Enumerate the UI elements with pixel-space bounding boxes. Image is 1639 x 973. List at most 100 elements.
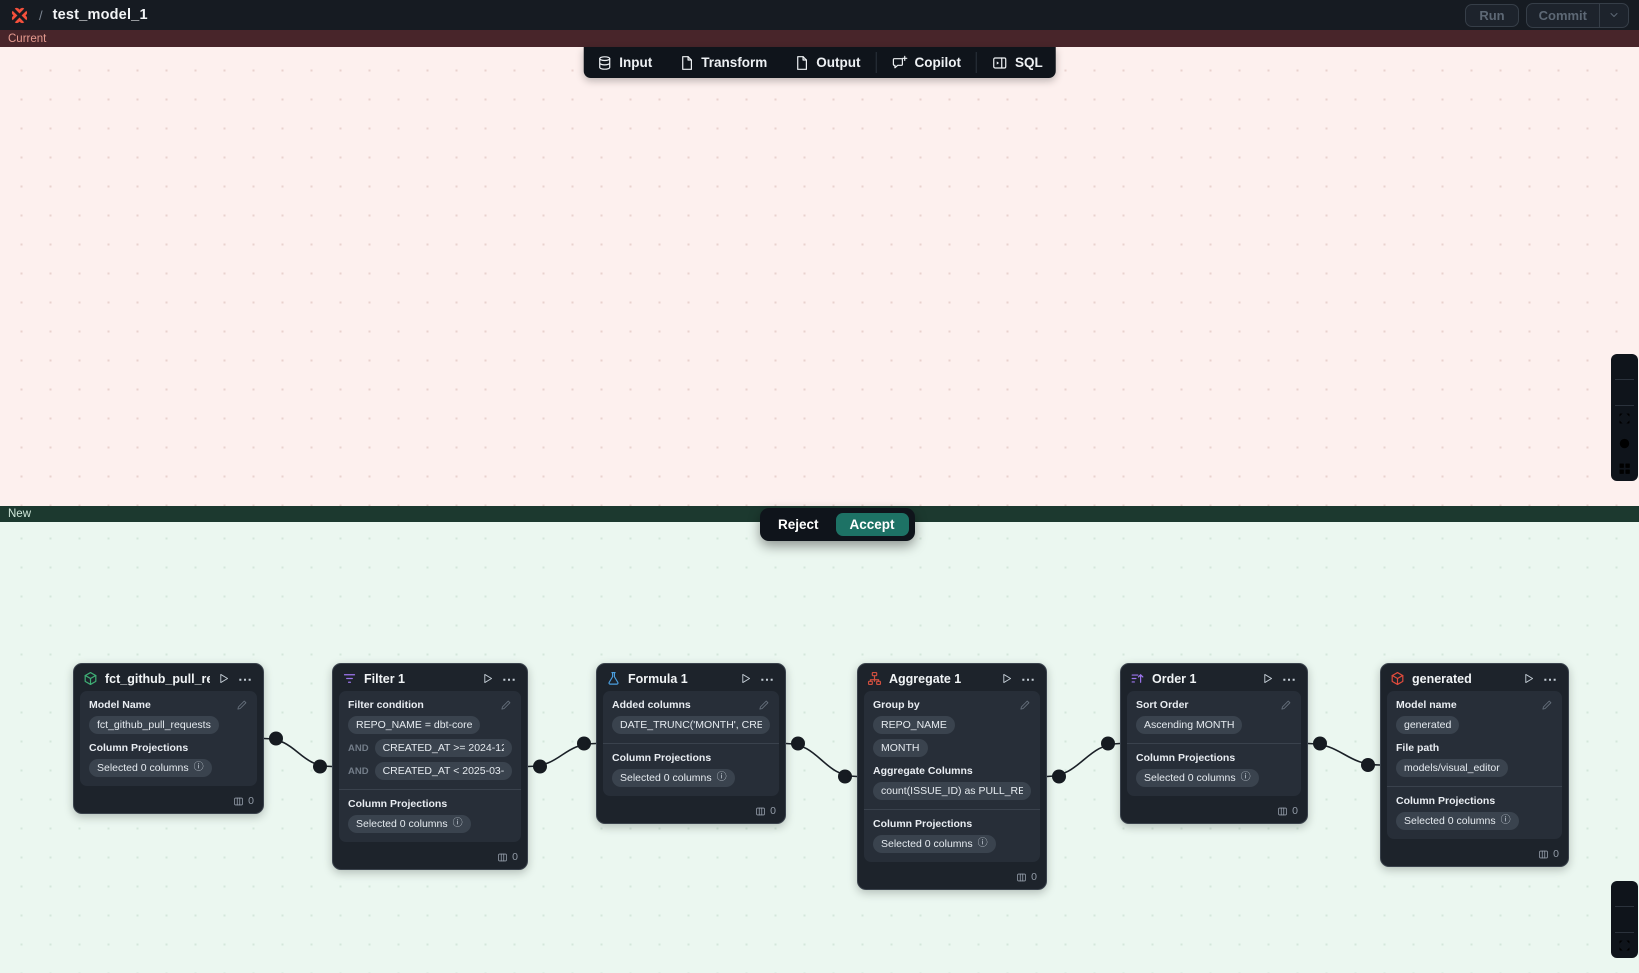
pencil-icon[interactable] bbox=[236, 699, 248, 711]
dbt-logo-icon[interactable] bbox=[10, 6, 29, 25]
play-icon[interactable] bbox=[1261, 672, 1274, 685]
current-canvas[interactable] bbox=[0, 47, 1639, 506]
info-icon[interactable]: ⓘ bbox=[1501, 816, 1511, 826]
section-divider bbox=[1127, 743, 1301, 744]
zoom-out-button[interactable] bbox=[1611, 380, 1638, 405]
pill-text: models/visual_editor bbox=[1404, 762, 1500, 774]
connection-dot[interactable] bbox=[313, 760, 327, 774]
connection-dot[interactable] bbox=[577, 737, 591, 751]
zoom-in-button[interactable] bbox=[1611, 881, 1638, 906]
value-pill[interactable]: Selected 0 columnsⓘ bbox=[348, 815, 471, 833]
value-pill[interactable]: Selected 0 columnsⓘ bbox=[1396, 812, 1519, 830]
connection-dot[interactable] bbox=[1052, 770, 1066, 784]
play-icon[interactable] bbox=[217, 672, 230, 685]
pencil-icon[interactable] bbox=[1280, 699, 1292, 711]
value-pill[interactable]: CREATED_AT < 2025-03-01 bbox=[375, 762, 512, 780]
info-icon[interactable]: ⓘ bbox=[978, 839, 988, 849]
toolbar-sql-button[interactable]: SQL bbox=[979, 47, 1056, 78]
info-icon[interactable]: ⓘ bbox=[717, 773, 727, 783]
accept-button[interactable]: Accept bbox=[836, 513, 909, 536]
focus-button[interactable] bbox=[1611, 431, 1638, 456]
connection-dot[interactable] bbox=[269, 732, 283, 746]
section-label: Column Projections bbox=[1136, 752, 1235, 764]
database-icon bbox=[596, 55, 612, 71]
value-pill[interactable]: count(ISSUE_ID) as PULL_REQUEST_… bbox=[873, 782, 1031, 800]
value-pill[interactable]: Ascending MONTH bbox=[1136, 716, 1242, 734]
formula-flask-icon bbox=[606, 671, 621, 686]
reject-button[interactable]: Reject bbox=[766, 513, 831, 536]
pencil-icon[interactable] bbox=[1019, 699, 1031, 711]
value-row: Selected 0 columnsⓘ bbox=[612, 769, 770, 787]
value-pill[interactable]: DATE_TRUNC('MONTH', CREATED_AT… bbox=[612, 716, 770, 734]
value-pill[interactable]: models/visual_editor bbox=[1396, 759, 1508, 777]
more-menu-icon[interactable]: ⋯ bbox=[759, 672, 776, 686]
pencil-icon[interactable] bbox=[1541, 699, 1553, 711]
value-pill[interactable]: Selected 0 columnsⓘ bbox=[873, 835, 996, 853]
play-icon[interactable] bbox=[1522, 672, 1535, 685]
more-menu-icon[interactable]: ⋯ bbox=[237, 672, 254, 686]
grid-view-button[interactable] bbox=[1611, 456, 1638, 481]
section-header: Column Projections bbox=[873, 818, 1031, 830]
more-menu-icon[interactable]: ⋯ bbox=[1020, 672, 1037, 686]
more-menu-icon[interactable]: ⋯ bbox=[501, 672, 518, 686]
value-row: MONTH bbox=[873, 739, 1031, 757]
value-pill[interactable]: Selected 0 columnsⓘ bbox=[612, 769, 735, 787]
section-header: Added columns bbox=[612, 699, 770, 711]
node-fct_github_pull_requests[interactable]: fct_github_pull_requests⋯Model Namefct_g… bbox=[73, 663, 264, 814]
fit-view-button[interactable] bbox=[1611, 406, 1638, 431]
info-icon[interactable]: ⓘ bbox=[1241, 773, 1251, 783]
more-menu-icon[interactable]: ⋯ bbox=[1542, 672, 1559, 686]
connection-dot[interactable] bbox=[1101, 737, 1115, 751]
play-icon[interactable] bbox=[481, 672, 494, 685]
node-header[interactable]: fct_github_pull_requests⋯ bbox=[74, 664, 263, 691]
play-icon[interactable] bbox=[739, 672, 752, 685]
node-generated[interactable]: generated⋯Model namegeneratedFile pathmo… bbox=[1380, 663, 1569, 867]
review-actions: Reject Accept bbox=[760, 508, 915, 541]
play-icon[interactable] bbox=[1000, 672, 1013, 685]
node-formula-1[interactable]: Formula 1⋯ Added columnsDATE_TRUNC('MONTH… bbox=[596, 663, 786, 824]
run-button[interactable]: Run bbox=[1465, 4, 1518, 27]
section-header: Model name bbox=[1396, 699, 1553, 711]
value-row: REPO_NAME = dbt-core bbox=[348, 716, 512, 734]
connection-dot[interactable] bbox=[791, 737, 805, 751]
connection-dot[interactable] bbox=[1361, 758, 1375, 772]
condition-operator: AND bbox=[348, 743, 369, 754]
fit-view-button[interactable] bbox=[1611, 933, 1638, 958]
pill-text: Selected 0 columns bbox=[97, 762, 189, 774]
value-pill[interactable]: MONTH bbox=[873, 739, 928, 757]
pencil-icon[interactable] bbox=[500, 699, 512, 711]
connection-dot[interactable] bbox=[838, 770, 852, 784]
value-row: Selected 0 columnsⓘ bbox=[1136, 769, 1292, 787]
pencil-icon[interactable] bbox=[758, 699, 770, 711]
node-filter-1[interactable]: Filter 1⋯Filter conditionREPO_NAME = dbt… bbox=[332, 663, 528, 870]
more-menu-icon[interactable]: ⋯ bbox=[1281, 672, 1298, 686]
node-order-1[interactable]: Order 1⋯Sort OrderAscending MONTHColumn … bbox=[1120, 663, 1308, 824]
toolbar-output-button[interactable]: Output bbox=[780, 47, 873, 78]
connection-dot[interactable] bbox=[1313, 737, 1327, 751]
value-pill[interactable]: CREATED_AT >= 2024-12-01 bbox=[375, 739, 512, 757]
commit-button[interactable]: Commit bbox=[1527, 4, 1599, 27]
toolbar-input-button[interactable]: Input bbox=[583, 47, 665, 78]
chevron-down-icon[interactable] bbox=[1600, 4, 1628, 27]
node-aggregate-1[interactable]: Aggregate 1⋯Group byREPO_NAMEMONTHAggreg… bbox=[857, 663, 1047, 890]
toolbar-transform-button[interactable]: Transform bbox=[665, 47, 780, 78]
value-pill[interactable]: REPO_NAME = dbt-core bbox=[348, 716, 480, 734]
document-icon bbox=[678, 55, 694, 71]
value-pill[interactable]: Selected 0 columnsⓘ bbox=[1136, 769, 1259, 787]
zoom-in-button[interactable] bbox=[1611, 354, 1638, 379]
toolbar-copilot-button[interactable]: Copilot bbox=[879, 47, 975, 78]
info-icon[interactable]: ⓘ bbox=[453, 819, 463, 829]
info-icon[interactable]: ⓘ bbox=[194, 763, 204, 773]
pill-text: DATE_TRUNC('MONTH', CREATED_AT… bbox=[620, 719, 762, 731]
value-pill[interactable]: Selected 0 columns ⓘ bbox=[89, 759, 212, 777]
value-pill[interactable]: generated bbox=[1396, 716, 1459, 734]
connection-dot[interactable] bbox=[533, 760, 547, 774]
node-header[interactable]: Formula 1⋯ bbox=[597, 664, 785, 691]
value-pill[interactable]: fct_github_pull_requests bbox=[89, 716, 219, 734]
zoom-out-button[interactable] bbox=[1611, 907, 1638, 932]
node-header[interactable]: Filter 1⋯ bbox=[333, 664, 527, 691]
value-pill[interactable]: REPO_NAME bbox=[873, 716, 955, 734]
node-header[interactable]: Aggregate 1⋯ bbox=[858, 664, 1046, 691]
node-header[interactable]: Order 1⋯ bbox=[1121, 664, 1307, 691]
node-header[interactable]: generated⋯ bbox=[1381, 664, 1568, 691]
